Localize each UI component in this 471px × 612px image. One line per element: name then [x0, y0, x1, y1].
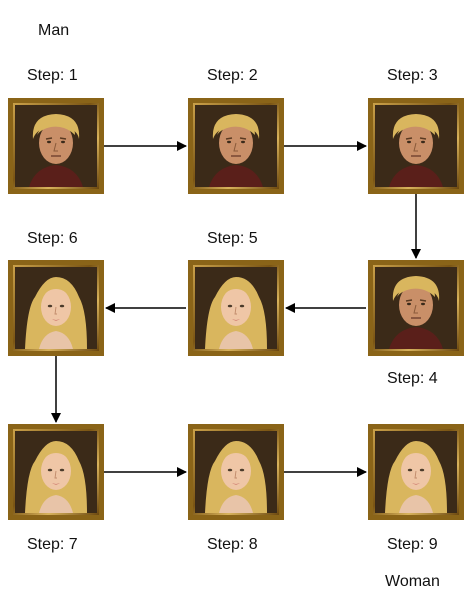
portrait-step-4	[368, 260, 464, 356]
portrait-step-9	[368, 424, 464, 520]
portrait-step-1	[8, 98, 104, 194]
portrait-step-3	[368, 98, 464, 194]
portrait-image	[195, 267, 277, 349]
portrait-image	[375, 431, 457, 513]
step-label-8: Step: 8	[207, 536, 258, 553]
step-label-3: Step: 3	[387, 67, 438, 84]
portrait-image	[15, 267, 97, 349]
portrait-image	[195, 105, 277, 187]
portrait-step-6	[8, 260, 104, 356]
portrait-step-7	[8, 424, 104, 520]
portrait-step-5	[188, 260, 284, 356]
portrait-image	[15, 105, 97, 187]
portrait-image	[15, 431, 97, 513]
label-woman: Woman	[385, 573, 440, 590]
label-man: Man	[38, 22, 70, 39]
portrait-image	[375, 267, 457, 349]
step-label-9: Step: 9	[387, 536, 438, 553]
portrait-step-2	[188, 98, 284, 194]
step-label-6: Step: 6	[27, 230, 78, 247]
portrait-image	[195, 431, 277, 513]
step-label-2: Step: 2	[207, 67, 258, 84]
step-label-4: Step: 4	[387, 370, 438, 387]
step-label-1: Step: 1	[27, 67, 78, 84]
step-label-7: Step: 7	[27, 536, 78, 553]
portrait-image	[375, 105, 457, 187]
step-label-5: Step: 5	[207, 230, 258, 247]
portrait-step-8	[188, 424, 284, 520]
